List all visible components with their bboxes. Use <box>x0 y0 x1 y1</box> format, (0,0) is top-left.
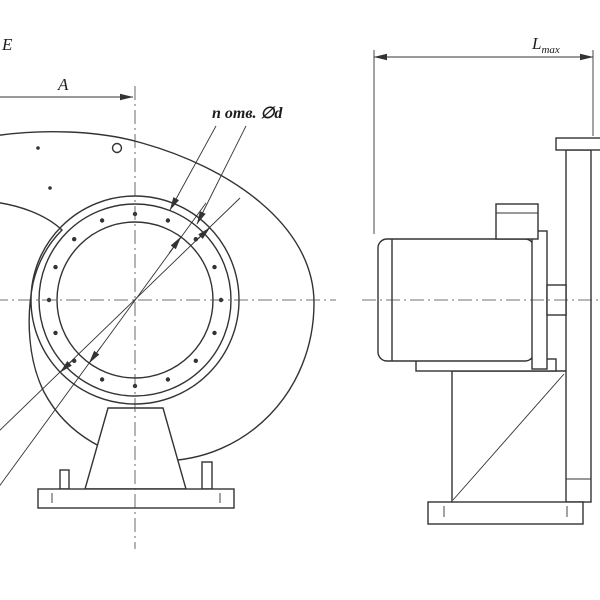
rivet-dot <box>48 186 52 190</box>
rivet-dot <box>36 146 40 150</box>
inlet-flange-side <box>555 137 600 151</box>
dimension-lmax-label: Lmax <box>531 34 560 56</box>
front-view: A E n отв. ∅d <box>0 35 336 549</box>
dimension-lmax: Lmax <box>373 34 594 234</box>
side-view: Lmax <box>362 34 600 525</box>
base-plate-side <box>427 501 584 525</box>
bolt-holes-note: n отв. ∅d <box>169 105 283 225</box>
dimension-a-label: A <box>57 75 69 94</box>
casing-top-hole <box>111 142 123 154</box>
dimension-a: A <box>0 75 134 101</box>
flange-mid-circle <box>38 203 232 397</box>
bolt-holes-note-label: n отв. ∅d <box>212 105 283 122</box>
dimension-e: E <box>1 35 13 54</box>
motor-stand <box>451 370 566 502</box>
base-plate-front <box>37 488 235 509</box>
motor-terminal-box <box>495 203 539 240</box>
diameter-dimension-lines <box>0 197 241 487</box>
left-stiffener <box>59 469 70 490</box>
bolt-holes <box>46 211 224 389</box>
casing-side-plate <box>565 149 592 503</box>
right-stiffener <box>201 461 213 490</box>
dimension-e-label: E <box>1 35 13 54</box>
